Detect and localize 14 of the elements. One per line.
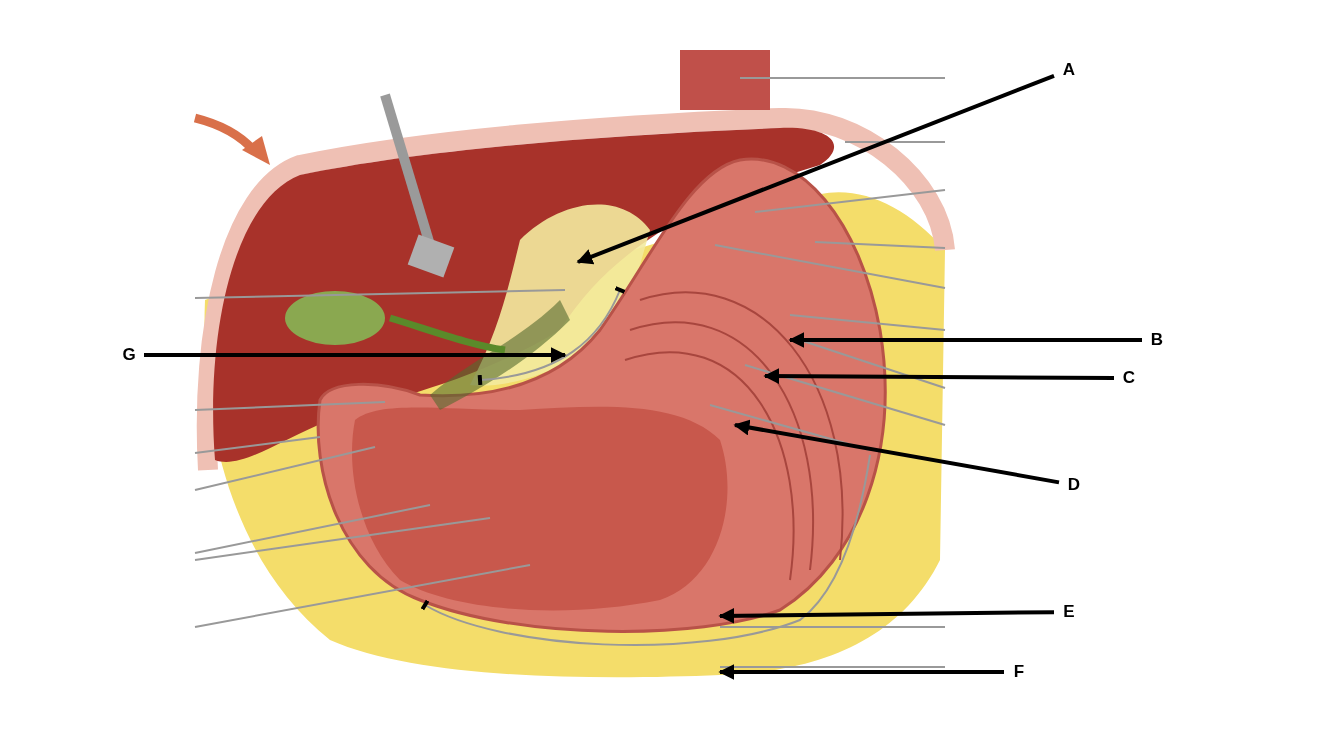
letter-label: D — [1063, 473, 1085, 497]
letter-label: A — [1058, 58, 1080, 82]
arrow — [718, 664, 1004, 680]
letter-label: F — [1008, 660, 1030, 684]
letter-label: B — [1146, 328, 1168, 352]
letter-label: E — [1058, 600, 1080, 624]
arrow — [788, 332, 1142, 348]
arrow — [576, 74, 1055, 265]
letter-label: C — [1118, 366, 1140, 390]
arrow — [763, 368, 1114, 385]
arrow — [733, 419, 1060, 485]
arrow — [144, 347, 567, 363]
letter-label: G — [118, 343, 140, 367]
arrow — [718, 607, 1055, 624]
